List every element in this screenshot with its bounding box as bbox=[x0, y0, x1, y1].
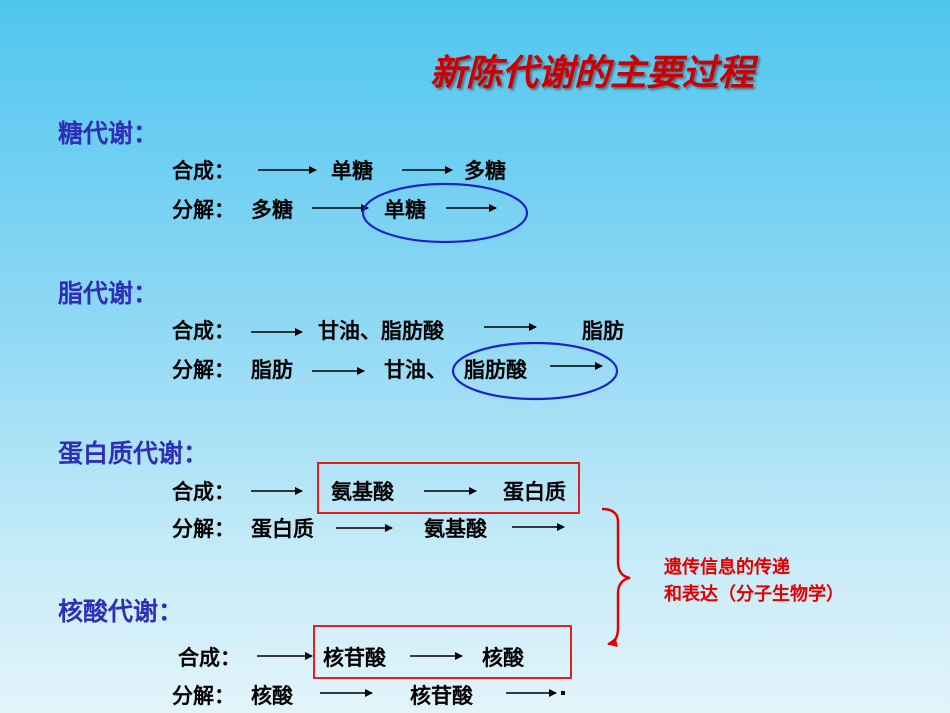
protein-breakdown-b: 氨基酸 bbox=[424, 517, 487, 541]
nucleic-breakdown-b: 核苷酸 bbox=[410, 684, 473, 708]
nucleic-breakdown-label: 分解： bbox=[172, 684, 235, 708]
note-line-1: 遗传信息的传递 bbox=[664, 557, 790, 578]
protein-synthesis-a: 氨基酸 bbox=[331, 480, 394, 504]
highlight-ellipse bbox=[451, 341, 619, 401]
fat-synthesis-label: 合成： bbox=[172, 319, 235, 343]
heading-nucleic-acid: 核酸代谢： bbox=[58, 597, 184, 626]
heading-protein: 蛋白质代谢： bbox=[58, 439, 209, 468]
protein-synthesis-b: 蛋白质 bbox=[503, 480, 566, 504]
sugar-breakdown-label: 分解： bbox=[172, 198, 235, 222]
fat-synthesis-a: 甘油、脂肪酸 bbox=[318, 319, 444, 343]
sugar-synthesis-label: 合成： bbox=[172, 159, 235, 183]
highlight-box bbox=[313, 625, 572, 679]
fat-breakdown-a: 脂肪 bbox=[251, 358, 293, 382]
sugar-breakdown-b: 单糖 bbox=[384, 198, 426, 222]
heading-fat: 脂代谢： bbox=[58, 279, 159, 308]
sugar-breakdown-a: 多糖 bbox=[251, 198, 293, 222]
nucleic-synthesis-b: 核酸 bbox=[482, 646, 524, 670]
brace bbox=[601, 507, 631, 648]
highlight-box bbox=[317, 462, 580, 514]
nucleic-synthesis-a: 核苷酸 bbox=[323, 646, 386, 670]
fat-breakdown-b2: 脂肪酸 bbox=[464, 358, 527, 382]
dot bbox=[561, 691, 565, 695]
sugar-synthesis-a: 单糖 bbox=[331, 159, 373, 183]
heading-sugar: 糖代谢： bbox=[58, 119, 159, 148]
sugar-synthesis-b: 多糖 bbox=[464, 159, 506, 183]
protein-synthesis-label: 合成： bbox=[172, 480, 235, 504]
nucleic-breakdown-a: 核酸 bbox=[251, 684, 293, 708]
fat-breakdown-b1: 甘油、 bbox=[384, 358, 447, 382]
fat-synthesis-b: 脂肪 bbox=[582, 319, 624, 343]
highlight-ellipse bbox=[361, 182, 529, 244]
fat-breakdown-label: 分解： bbox=[172, 358, 235, 382]
nucleic-synthesis-label: 合成： bbox=[178, 646, 241, 670]
protein-breakdown-label: 分解： bbox=[172, 517, 235, 541]
slide-title: 新陈代谢的主要过程 bbox=[430, 53, 755, 94]
protein-breakdown-a: 蛋白质 bbox=[251, 517, 314, 541]
note-line-2: 和表达（分子生物学） bbox=[664, 584, 844, 605]
